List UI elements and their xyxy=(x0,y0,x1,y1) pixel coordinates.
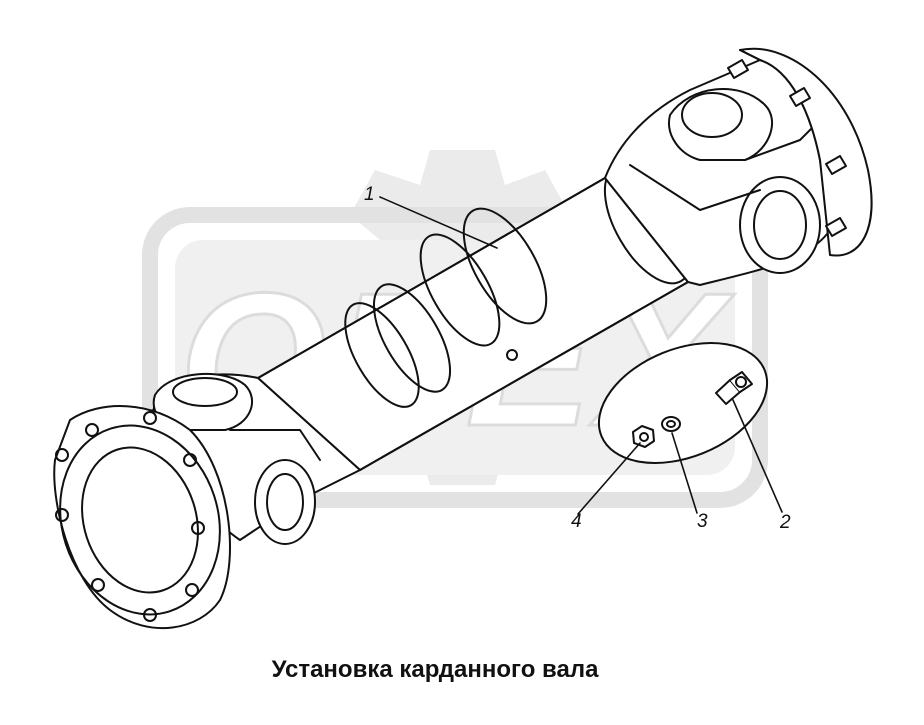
leader-lines xyxy=(379,196,783,515)
diagram-title: Установка карданного вала xyxy=(271,656,599,683)
callout-4: 4 xyxy=(571,511,582,532)
left-flange-bolt-holes xyxy=(55,411,205,622)
watermark-frame xyxy=(142,207,768,508)
bolt-part-2 xyxy=(715,371,753,405)
callout-1: 1 xyxy=(364,184,375,205)
washer-part-3 xyxy=(661,416,681,432)
right-universal-joint xyxy=(604,59,831,286)
leader-line-1 xyxy=(379,196,498,249)
nut-part-4 xyxy=(632,425,655,448)
leader-line-2 xyxy=(732,399,783,513)
right-flange-bolts xyxy=(727,59,847,237)
cardan-shaft-assembly xyxy=(53,47,873,630)
fastener-disc xyxy=(597,342,769,464)
callout-3: 3 xyxy=(697,511,708,532)
left-flange xyxy=(53,405,231,630)
right-flange xyxy=(727,47,873,257)
leader-line-4 xyxy=(577,442,641,515)
callout-2: 2 xyxy=(779,512,791,533)
leader-line-3 xyxy=(671,432,698,514)
